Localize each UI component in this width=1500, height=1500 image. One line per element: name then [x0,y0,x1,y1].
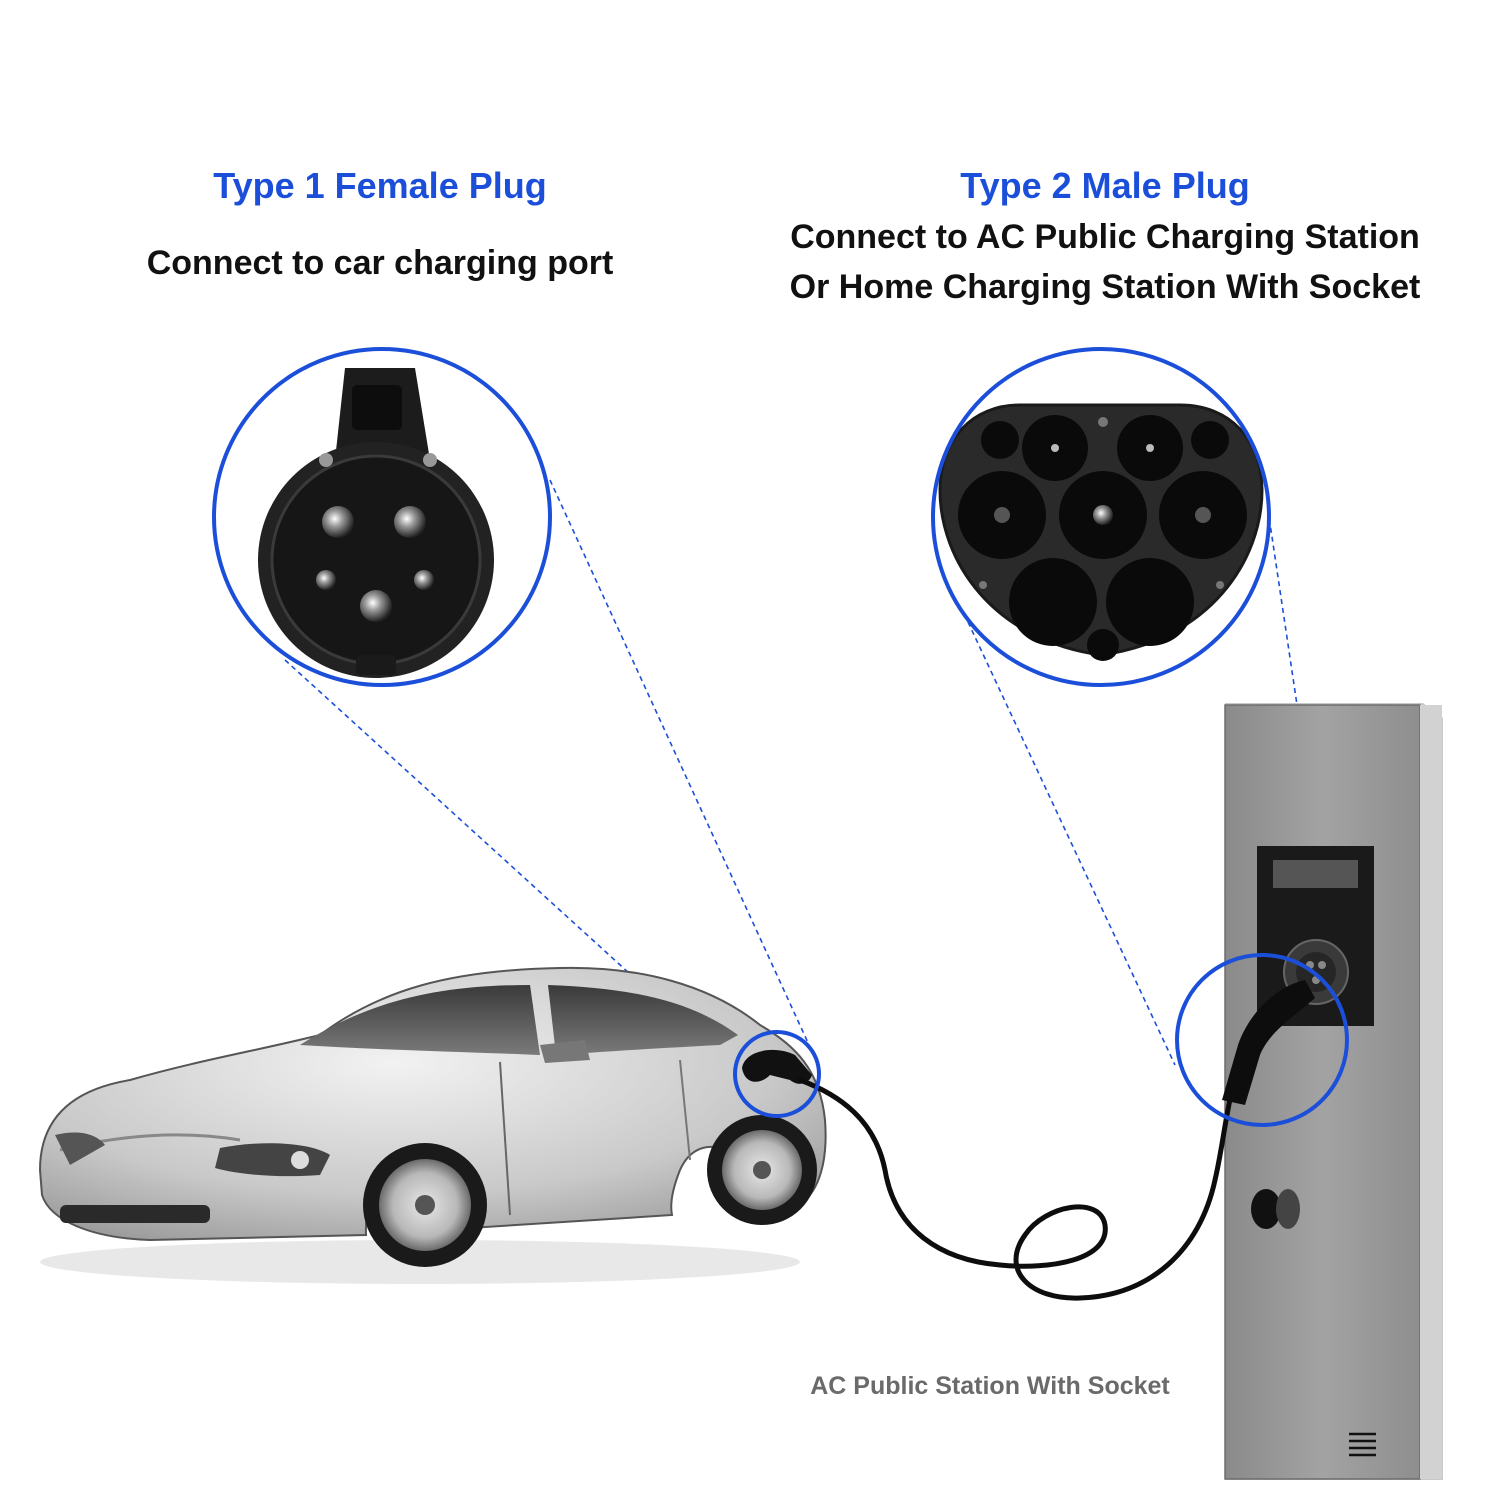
station-panel [1257,846,1374,1026]
car-rear-wheel [707,1115,817,1225]
type1-pin-pe [360,590,392,622]
station-caption: AC Public Station With Socket [810,1372,1170,1400]
car-illustration [38,966,827,1284]
type2-description-line1: Connect to AC Public Charging Station [790,218,1420,256]
station-socket-highlight [1175,953,1349,1127]
type2-plug-zoom [931,347,1271,687]
type1-pin-l1 [322,506,354,538]
type1-plug-zoom [212,347,552,687]
type1-pin-pp [414,570,434,590]
station-vent-icon [1349,1432,1376,1457]
type2-description-line2: Or Home Charging Station With Socket [789,268,1421,306]
type1-pin-cp [316,570,336,590]
type1-pin-n [394,506,426,538]
type1-title: Type 1 Female Plug [213,165,547,206]
station-plug-handle [1222,980,1315,1105]
charging-cable [797,1077,1235,1301]
type2-title: Type 2 Male Plug [960,165,1250,206]
car-front-wheel [363,1143,487,1267]
car-port-highlight [733,1030,821,1118]
car-charger-plug [742,1049,812,1084]
station-button [1251,1189,1300,1229]
charging-station [1224,703,1443,1480]
type1-description: Connect to car charging port [146,244,614,282]
